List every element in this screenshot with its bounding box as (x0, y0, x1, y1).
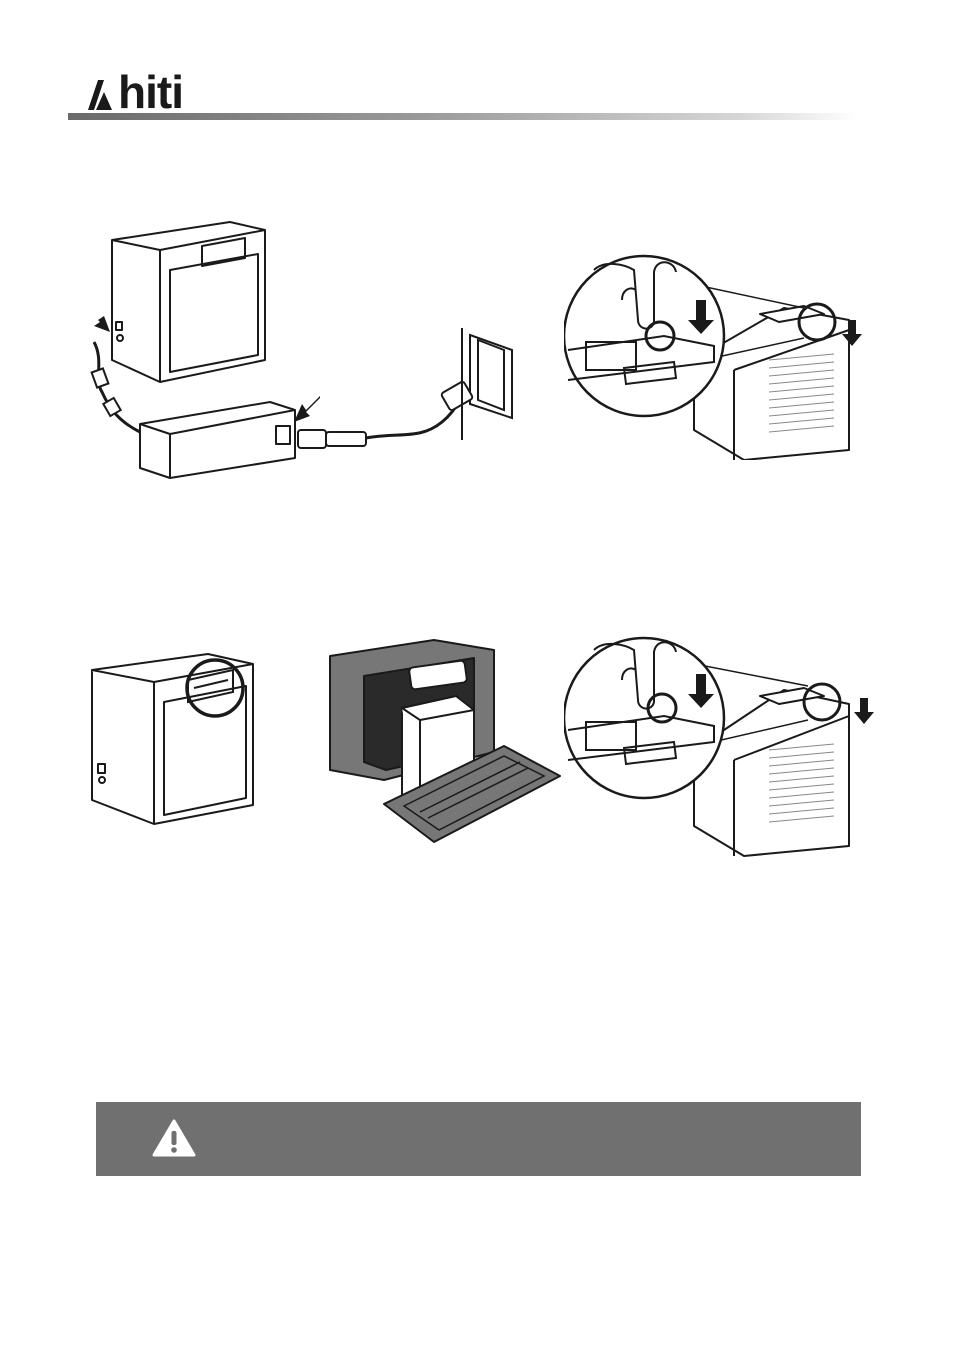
power-button-press-illustration-1 (564, 254, 862, 460)
warning-bar (96, 1102, 861, 1176)
ac-socket-arrow-icon (294, 396, 320, 422)
dc-in-arrow-icon (84, 306, 110, 332)
press-down-arrow-icon (842, 320, 862, 346)
header-rule (68, 113, 858, 120)
warning-triangle-icon (152, 1119, 196, 1157)
press-down-arrow-icon (854, 698, 874, 724)
press-down-arrow-icon (688, 300, 714, 334)
hiti-logo: hiti (84, 64, 184, 118)
ribbon-cartridge-illustration (329, 639, 561, 843)
logo-wordmark: hiti (118, 66, 184, 118)
press-down-arrow-icon (688, 674, 714, 708)
printer-handle-illustration (91, 653, 254, 825)
power-button-press-illustration-2 (564, 636, 874, 857)
hiti-logo-mark-icon (88, 80, 112, 110)
power-connection-illustration (84, 221, 513, 479)
